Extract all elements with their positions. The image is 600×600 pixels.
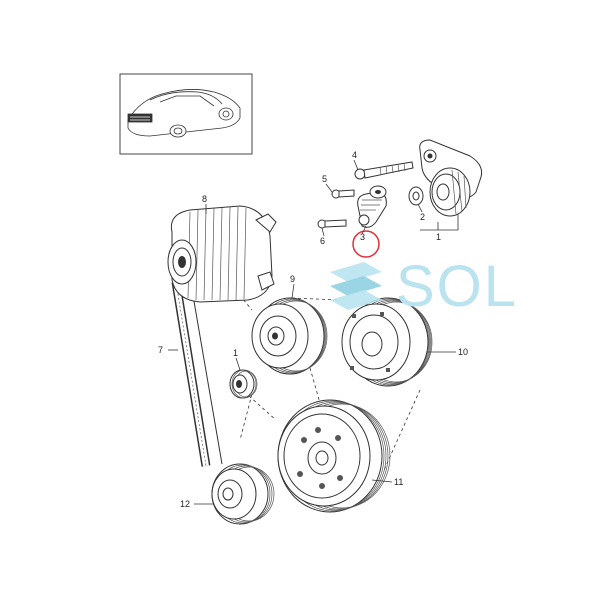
bolt-6 (317, 219, 347, 229)
tension-damper-3 (357, 185, 387, 228)
bolt-5 (331, 189, 355, 199)
pulley-10 (341, 297, 433, 387)
leader-lines (168, 159, 459, 505)
crankshaft-pulley-11 (277, 399, 391, 513)
callout-1-mid: 1 (233, 348, 238, 358)
watermark-text: SOL (396, 254, 518, 319)
highlight-circle (352, 230, 380, 258)
callout-5: 5 (322, 174, 327, 184)
callout-1-top: 1 (436, 232, 441, 242)
callout-2: 2 (420, 212, 425, 222)
callout-12: 12 (180, 499, 190, 509)
pulley-12 (211, 463, 275, 525)
alternator (167, 205, 277, 303)
idler-pulley-9 (251, 297, 328, 375)
callout-11: 11 (394, 477, 403, 487)
bolt-4 (354, 161, 414, 180)
watermark: SOL (330, 254, 518, 319)
callout-4: 4 (352, 150, 357, 160)
tensioner-assembly (317, 139, 483, 229)
callout-labels: 4 5 6 3 2 1 8 7 9 10 1 11 12 (158, 150, 468, 509)
tension-pulley-1 (229, 369, 258, 399)
callout-3: 3 (360, 232, 365, 242)
callout-8: 8 (202, 194, 207, 204)
vehicle-thumbnail (119, 73, 253, 155)
callout-10: 10 (458, 347, 468, 357)
callout-6: 6 (320, 236, 325, 246)
car-illustration (127, 89, 241, 138)
callout-9: 9 (290, 274, 295, 284)
callout-7: 7 (158, 345, 163, 355)
